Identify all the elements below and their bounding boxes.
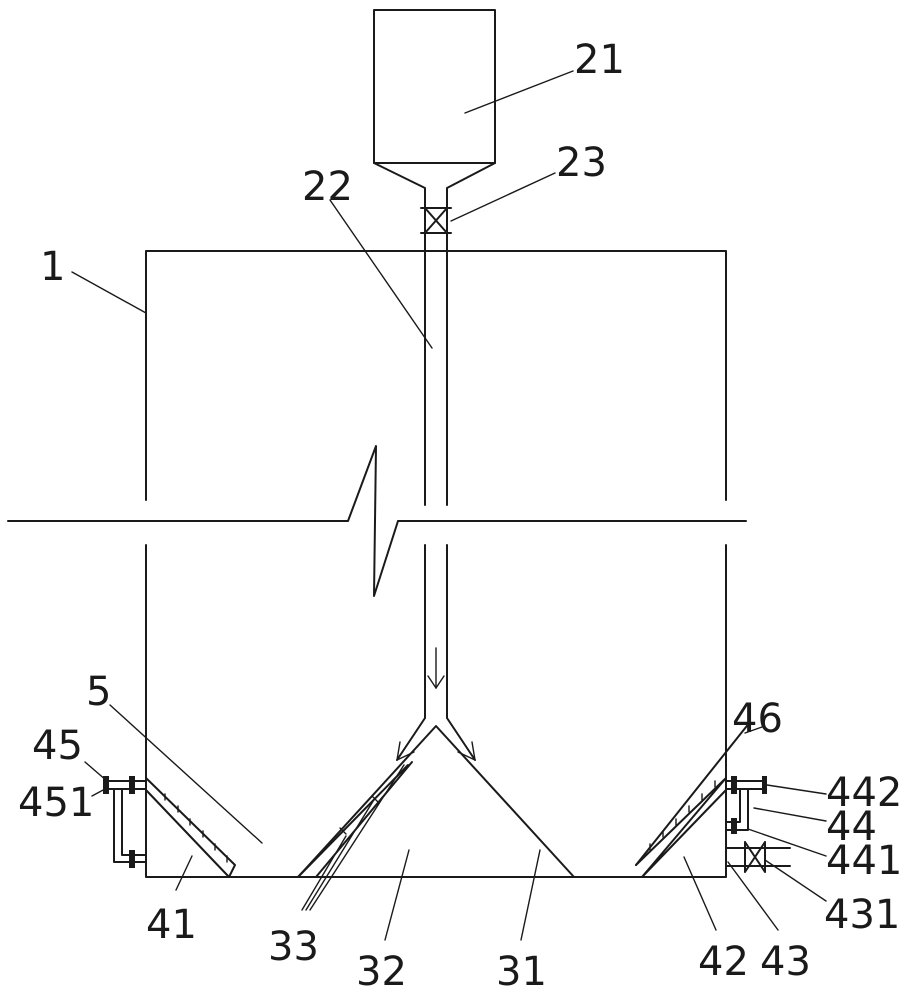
outlet-valve <box>725 841 791 873</box>
label-46: 46 <box>732 696 783 742</box>
label-43: 43 <box>760 939 811 985</box>
right-discharge <box>635 721 751 878</box>
label-441: 441 <box>826 838 902 884</box>
nozzle-plates <box>297 761 413 878</box>
label-45: 45 <box>32 723 83 769</box>
tank-body <box>145 250 727 878</box>
feed-pipe <box>424 249 448 719</box>
label-442: 442 <box>826 770 902 816</box>
label-431: 431 <box>824 892 900 938</box>
left-pipe <box>103 776 147 868</box>
label-22: 22 <box>302 164 353 210</box>
label-1: 1 <box>40 244 65 290</box>
label-21: 21 <box>574 37 625 83</box>
feed-valve <box>420 207 452 234</box>
left-discharge <box>145 777 236 878</box>
label-5: 5 <box>86 669 111 715</box>
label-33: 33 <box>268 924 319 970</box>
label-32: 32 <box>356 949 407 995</box>
label-23: 23 <box>556 140 607 186</box>
label-44: 44 <box>826 804 877 850</box>
leader-lines <box>71 70 827 941</box>
label-451: 451 <box>18 780 94 826</box>
break-line <box>7 445 747 597</box>
flow-arrows <box>396 647 476 761</box>
reference-numerals: 21 23 22 1 5 45 451 41 33 32 31 42 43 43… <box>18 37 902 995</box>
central-cone <box>297 725 575 878</box>
label-42: 42 <box>698 939 749 985</box>
label-31: 31 <box>496 949 547 995</box>
label-41: 41 <box>146 902 197 948</box>
right-pipe <box>725 776 767 834</box>
hopper <box>373 9 496 251</box>
